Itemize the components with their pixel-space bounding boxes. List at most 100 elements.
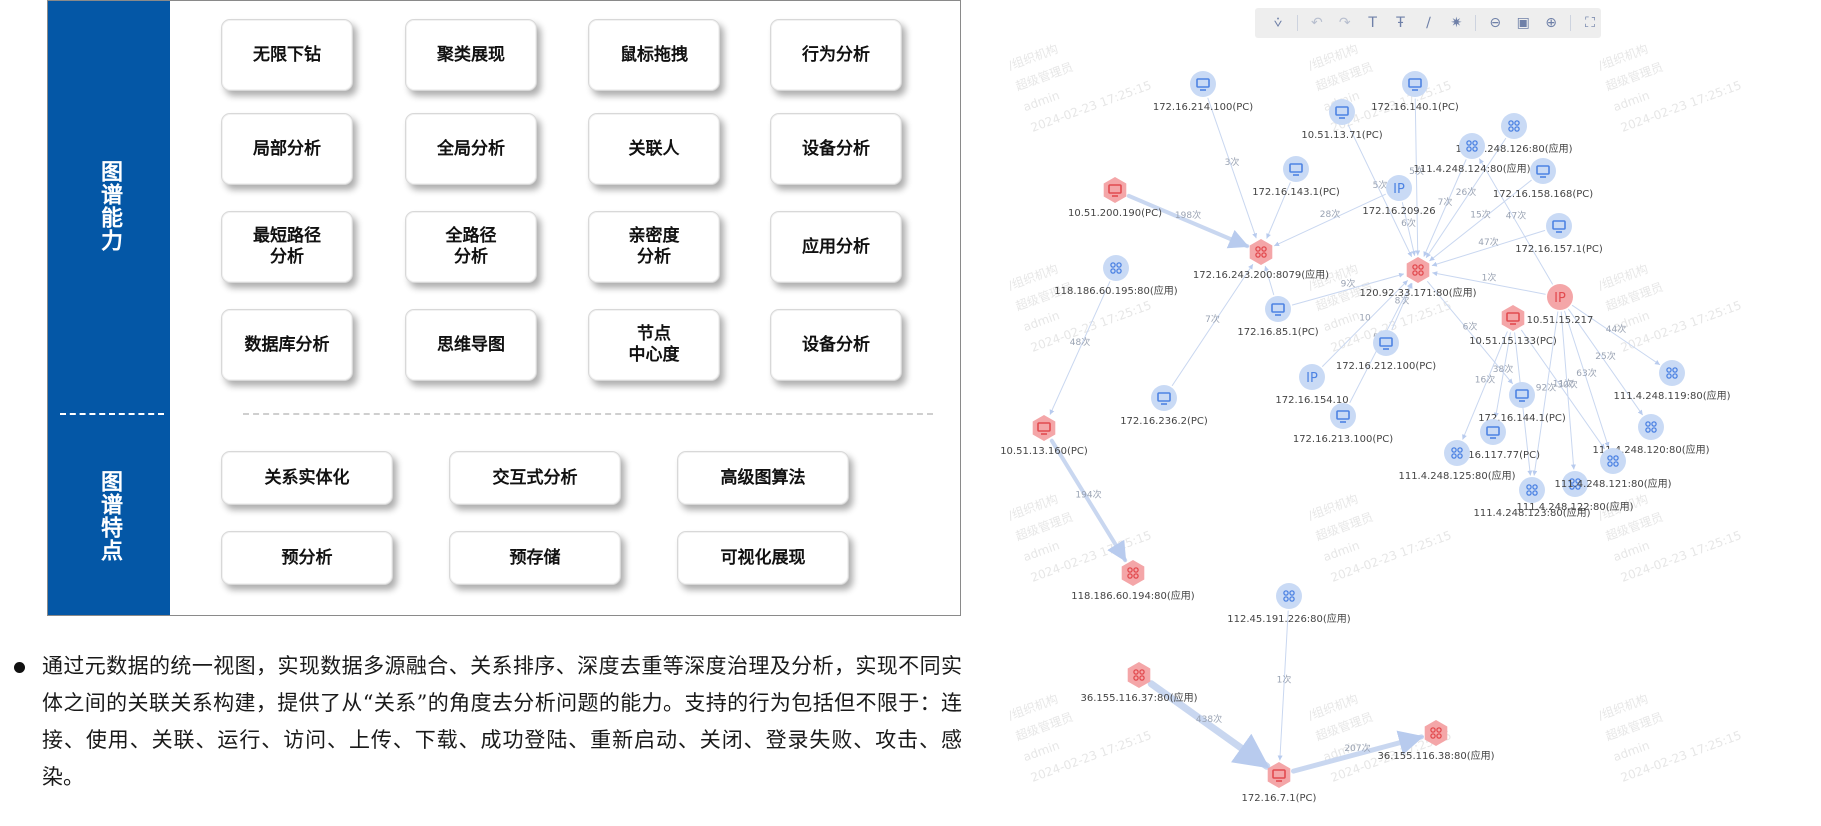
graph-edge[interactable] — [1479, 158, 1553, 285]
graph-edge[interactable] — [1564, 310, 1610, 448]
fit-icon[interactable]: ▣ — [1516, 15, 1530, 31]
capability-card[interactable]: 行为分析 — [770, 19, 902, 91]
graph-edge[interactable] — [1290, 730, 1425, 774]
graph-node[interactable]: 120.92.33.171:80(应用) — [1359, 257, 1477, 299]
capability-card[interactable]: 思维导图 — [405, 309, 537, 381]
capability-card[interactable]: 最短路径 分析 — [221, 211, 353, 283]
capability-card[interactable]: 亲密度 分析 — [588, 211, 720, 283]
graph-node[interactable]: 172.16.157.1(PC) — [1515, 213, 1603, 255]
graph-node[interactable]: 112.45.191.226:80(应用) — [1227, 583, 1351, 625]
capability-card[interactable]: 全路径 分析 — [405, 211, 537, 283]
graph-node[interactable]: 111.4.248.121:80(应用) — [1554, 448, 1672, 490]
graph-node[interactable]: 172.16.213.100(PC) — [1293, 403, 1393, 445]
graph-edge[interactable] — [1171, 263, 1254, 387]
graph-node[interactable]: 36.155.116.38:80(应用) — [1377, 720, 1495, 762]
graph-edge[interactable] — [1322, 280, 1408, 367]
line-icon[interactable]: ∕ — [1426, 15, 1431, 31]
capability-card[interactable]: 全局分析 — [405, 113, 537, 185]
graph-edge[interactable] — [1266, 182, 1291, 239]
text-icon[interactable]: T — [1368, 15, 1377, 31]
graph-node[interactable]: 172.16.243.200:8079(应用) — [1193, 239, 1329, 281]
graph-edge[interactable] — [1571, 304, 1661, 366]
graph-edge[interactable] — [1414, 98, 1421, 256]
capability-card[interactable]: 设备分析 — [770, 309, 902, 381]
zoom-out-icon[interactable]: ⊖ — [1489, 15, 1502, 31]
graph-edge[interactable] — [1391, 283, 1413, 330]
graph-node[interactable]: 118.186.60.194:80(应用) — [1071, 560, 1195, 602]
graph-node[interactable]: 111.4.248.119:80(应用) — [1613, 360, 1731, 402]
capability-card[interactable]: 关联人 — [588, 113, 720, 185]
layout-icon[interactable]: ✷ — [1450, 15, 1463, 31]
feature-card[interactable]: 高级图算法 — [677, 451, 849, 505]
graph-node[interactable]: 172.16.212.100(PC) — [1336, 330, 1436, 372]
graph-node[interactable]: 172.16.143.1(PC) — [1252, 156, 1340, 198]
graph-node[interactable]: 172.16.85.1(PC) — [1237, 296, 1319, 338]
graph-edge[interactable] — [1147, 680, 1271, 770]
graph-node[interactable]: 10.51.15.133(PC) — [1469, 305, 1557, 347]
graph-node[interactable]: 172.16.158.168(PC) — [1493, 158, 1593, 200]
graph-node[interactable]: 172.16.236.2(PC) — [1120, 385, 1208, 427]
redo-icon[interactable]: ↷ — [1338, 15, 1351, 31]
edge-label: 47次 — [1506, 210, 1526, 222]
graph-edge[interactable] — [1425, 137, 1507, 259]
graph-edge[interactable] — [1427, 281, 1513, 384]
feature-card[interactable]: 交互式分析 — [449, 451, 621, 505]
graph-edge[interactable] — [1568, 308, 1643, 416]
graph-node[interactable]: 111.4.248.123:80(应用) — [1473, 477, 1591, 519]
graph-node[interactable]: 172.16.117.77(PC) — [1446, 419, 1540, 461]
capability-card[interactable]: 局部分析 — [221, 113, 353, 185]
capability-card[interactable]: 无限下钻 — [221, 19, 353, 91]
graph-edge[interactable] — [1560, 311, 1576, 470]
graph-edge[interactable] — [1291, 272, 1405, 306]
graph-edge[interactable] — [1423, 159, 1467, 257]
graph-node[interactable]: 10.51.200.190(PC) — [1068, 177, 1162, 219]
graph-node[interactable]: 172.16.7.1(PC) — [1242, 762, 1317, 804]
capability-card[interactable]: 设备分析 — [770, 113, 902, 185]
graph-edge[interactable] — [1432, 271, 1546, 295]
graph-edge[interactable] — [1431, 229, 1546, 267]
capability-card[interactable]: 应用分析 — [770, 211, 902, 283]
feature-card[interactable]: 预分析 — [221, 531, 393, 585]
graph-edge[interactable] — [1049, 438, 1128, 563]
graph-node[interactable]: 118.186.60.195:80(应用) — [1054, 255, 1178, 297]
graph-edge[interactable] — [1277, 610, 1289, 761]
graph-node[interactable]: 10.51.13.160(PC) — [1000, 415, 1088, 457]
graph-edge[interactable] — [1264, 265, 1275, 296]
graph-node[interactable]: 111.4.248.124:80(应用) — [1413, 133, 1531, 175]
capability-card[interactable]: 聚类展现 — [405, 19, 537, 91]
graph-edge[interactable] — [1274, 193, 1386, 247]
text-strike-icon[interactable]: Ŧ — [1396, 15, 1405, 31]
graph-edge[interactable] — [1207, 97, 1257, 239]
graph-node[interactable]: 111.4.248.122:80(应用) — [1516, 471, 1634, 513]
graph-node[interactable]: 172.16.144.1(PC) — [1478, 382, 1566, 424]
graph-edge[interactable] — [1532, 311, 1559, 476]
capability-card[interactable]: 鼠标拖拽 — [588, 19, 720, 91]
graph-node[interactable]: 172.16.214.100(PC) — [1153, 71, 1253, 113]
graph-node[interactable]: 172.16.140.1(PC) — [1371, 71, 1459, 113]
graph-edge[interactable] — [1049, 281, 1111, 415]
graph-edge[interactable] — [1462, 331, 1508, 440]
graph-node[interactable]: 111.4.248.125:80(应用) — [1398, 440, 1516, 482]
feature-card[interactable]: 预存储 — [449, 531, 621, 585]
graph-node[interactable]: 36.155.116.37:80(应用) — [1080, 662, 1198, 704]
graph-node[interactable]: 10.51.13.71(PC) — [1301, 99, 1383, 141]
undo-icon[interactable]: ↶ — [1310, 15, 1323, 31]
graph-edge[interactable] — [1401, 202, 1417, 256]
capability-card[interactable]: 数据库分析 — [221, 309, 353, 381]
graph-edge[interactable] — [1126, 193, 1250, 249]
capability-card[interactable]: 节点 中心度 — [588, 309, 720, 381]
graph-edge[interactable] — [1429, 179, 1532, 262]
fullscreen-icon[interactable]: ⛶ — [1585, 15, 1595, 31]
graph-edge[interactable] — [1493, 332, 1511, 418]
graph-edge[interactable] — [1521, 329, 1605, 450]
feature-card[interactable]: 关系实体化 — [221, 451, 393, 505]
zoom-in-icon[interactable]: ⊕ — [1545, 15, 1557, 31]
feature-card[interactable]: 可视化展现 — [677, 531, 849, 585]
graph-edge[interactable] — [1348, 125, 1412, 257]
filter-icon[interactable]: ⩒ — [1273, 15, 1283, 31]
